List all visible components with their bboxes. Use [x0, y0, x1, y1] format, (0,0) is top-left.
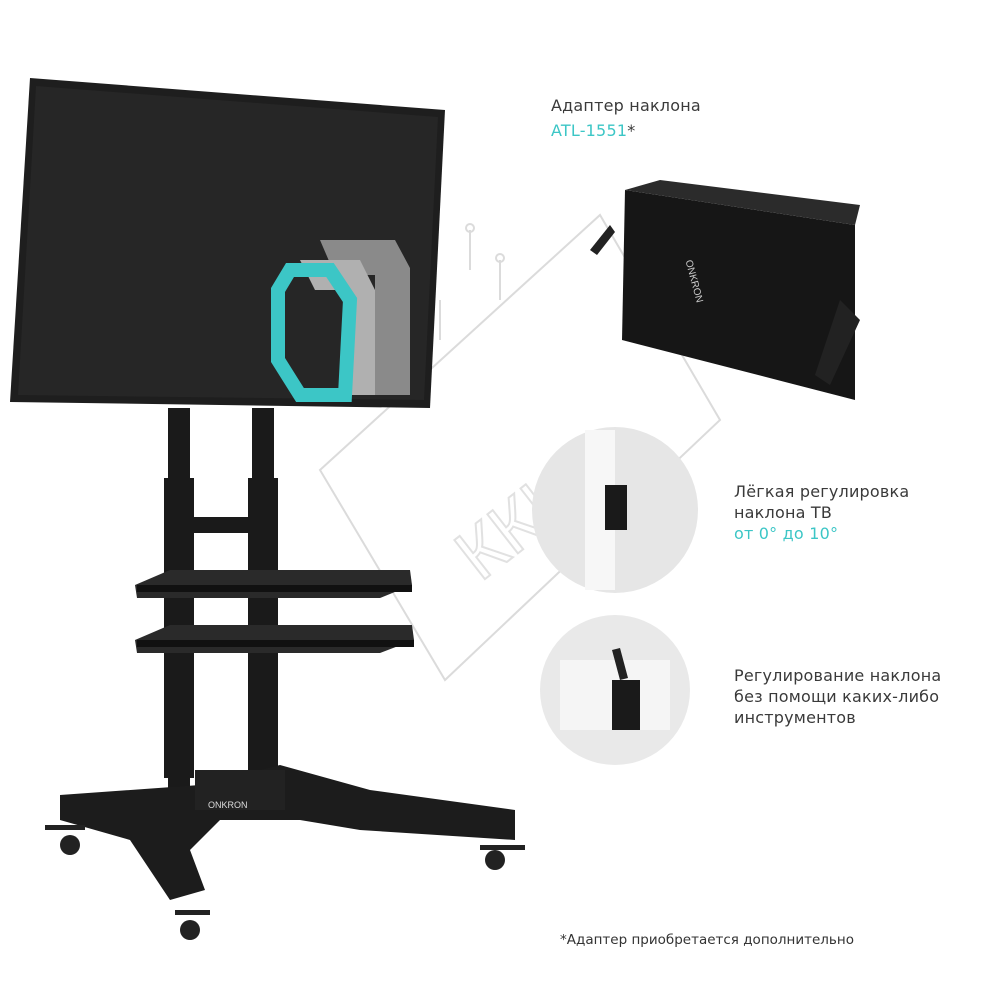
- tv-screen: [10, 78, 445, 408]
- feature-tool-free: Регулирование наклона без помощи каких-л…: [734, 665, 941, 728]
- feature-tilt-line1: Лёгкая регулировка: [734, 482, 910, 501]
- onkron-screen-logo-icon: [271, 240, 410, 402]
- feature-tool-free-line1: Регулирование наклона: [734, 666, 942, 685]
- stand-logo: ONKRON: [208, 800, 248, 810]
- stand-base: ONKRON: [60, 765, 515, 900]
- footnote: *Адаптер приобретается дополнительно: [560, 932, 854, 948]
- caster-wheels: [45, 825, 525, 940]
- detail-circle-tool-free: [540, 615, 690, 765]
- adapter-model: ATL-1551*: [551, 120, 635, 141]
- feature-tool-free-line3: инструментов: [734, 708, 856, 727]
- detail-circle-tilt: [532, 427, 698, 593]
- adapter-title: Адаптер наклона: [551, 96, 701, 115]
- feature-tilt-line2: наклона ТВ: [734, 503, 833, 522]
- tilt-adapter-image: ONKRON: [590, 180, 860, 400]
- adapter-model-number: ATL-1551: [551, 121, 628, 140]
- feature-tool-free-line2: без помощи каких-либо: [734, 687, 940, 706]
- asterisk: *: [627, 121, 636, 140]
- shelf-upper: [135, 570, 412, 598]
- feature-tilt-range: от 0° до 10°: [734, 524, 839, 543]
- feature-tilt: Лёгкая регулировка наклона ТВ от 0° до 1…: [734, 481, 909, 544]
- shelf-lower: [135, 625, 414, 653]
